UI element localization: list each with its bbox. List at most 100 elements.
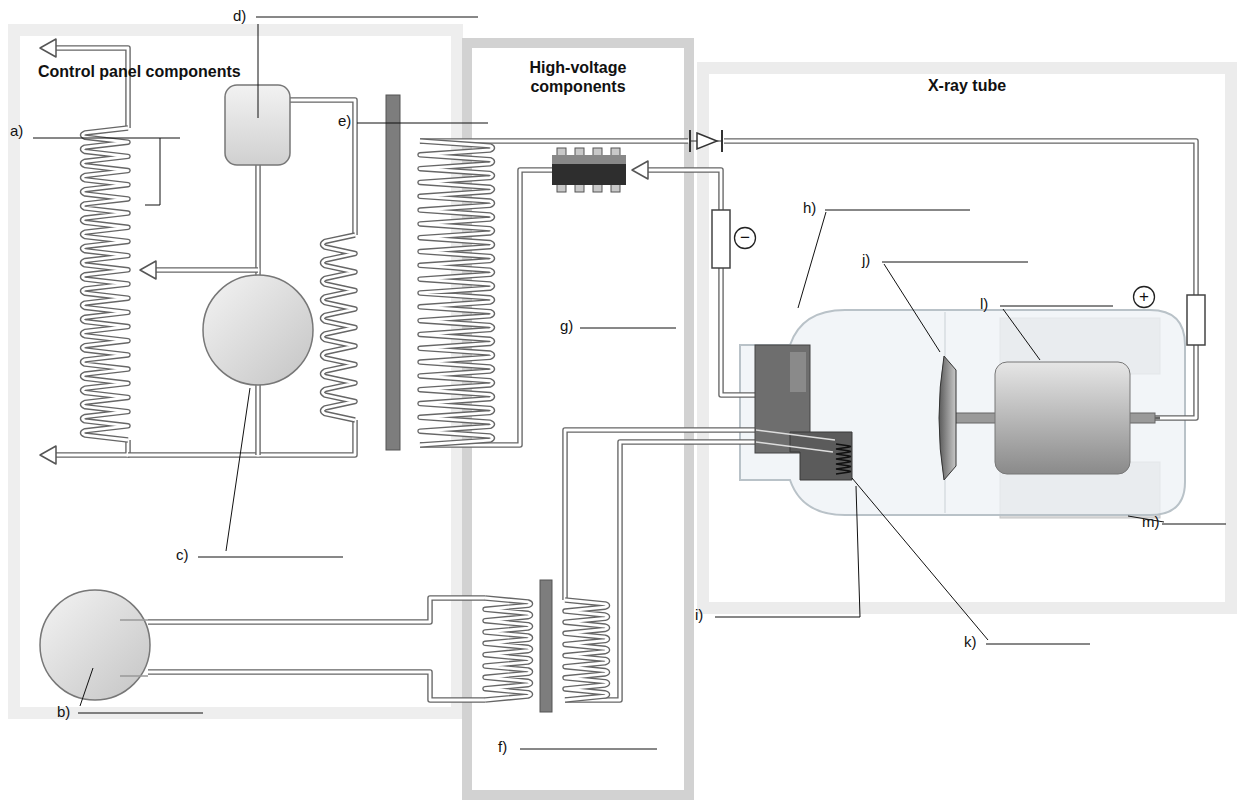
wire-outer [148, 598, 485, 622]
cable-socket [1187, 295, 1205, 345]
callout-letter: d) [233, 7, 246, 25]
wire-outer [721, 268, 756, 395]
wire-outer [52, 440, 128, 455]
wire-inner [257, 165, 260, 275]
wire-inner [148, 598, 485, 622]
polarity-circle [735, 228, 756, 249]
callout-letter: j) [862, 251, 870, 269]
chip-pin [593, 184, 602, 192]
coil-winding [420, 141, 493, 445]
meter-circle [203, 275, 313, 385]
leader-line [78, 713, 203, 714]
transformer-core [386, 95, 400, 450]
callout-letter: f) [498, 738, 507, 756]
wire-outer [255, 385, 261, 455]
wire-outer [52, 48, 128, 128]
chip-pin [575, 184, 584, 192]
arrow-head [40, 446, 56, 464]
chip-pin [611, 148, 620, 156]
wire-inner [1155, 345, 1196, 418]
wire-outer [255, 165, 261, 275]
leader-line [825, 210, 970, 211]
chip-pin [575, 148, 584, 156]
wire-inner [257, 385, 260, 455]
chip-pin [557, 148, 566, 156]
wire-inner [565, 430, 756, 600]
leader-line [580, 328, 676, 329]
rotor [995, 362, 1130, 474]
filament-coil [836, 444, 851, 474]
transformer-core [540, 580, 552, 712]
leader-line [256, 17, 478, 18]
wire-outer [152, 267, 258, 273]
chip-top [552, 155, 626, 164]
callout-letter: m) [1142, 513, 1160, 531]
cathode-block-face [790, 352, 806, 392]
leader-line [226, 388, 250, 551]
wire-inner [52, 48, 128, 128]
arrow-head [40, 39, 56, 57]
wire-inner [128, 420, 355, 455]
callout-letter: c) [176, 546, 189, 564]
wire-inner [565, 442, 756, 700]
callout-letter: b) [57, 703, 70, 721]
callout-letter: h) [803, 199, 816, 217]
cable-socket [712, 210, 730, 268]
coil-winding [420, 141, 493, 445]
callout-letter: g) [560, 317, 573, 335]
wire-outer [724, 141, 1196, 295]
panel-heading: High-voltage components [513, 58, 643, 96]
filament-lead [756, 430, 835, 452]
leader-line [884, 264, 940, 352]
leader-line [856, 486, 860, 617]
wire-outer [565, 442, 756, 700]
leader-line [715, 617, 860, 618]
meter-circle [40, 590, 150, 700]
coil-winding [83, 128, 129, 440]
leader-line [882, 262, 1028, 263]
wire-inner [152, 269, 258, 272]
wire-outer [128, 420, 355, 455]
coil-winding [565, 600, 608, 700]
arrow-head [140, 261, 156, 279]
leader-line [145, 138, 160, 205]
leader-line [986, 644, 1090, 645]
leader-line [798, 212, 826, 308]
panel-heading: Control panel components [38, 62, 241, 81]
leader-line [1000, 306, 1113, 307]
leader-line [852, 478, 988, 640]
focusing-cup [790, 432, 852, 480]
wire-inner [52, 440, 128, 455]
coil-winding [485, 598, 531, 700]
polarity-sign: + [1134, 287, 1154, 307]
polarity-circle [1134, 287, 1155, 308]
leader-line [520, 749, 657, 750]
chip-pin [557, 184, 566, 192]
leader-line [80, 668, 93, 706]
wire-outer [290, 100, 355, 235]
meter-terminal [120, 620, 148, 676]
callout-letter: e) [338, 112, 351, 130]
wire-outer [1155, 345, 1196, 418]
leader-line [1162, 524, 1226, 525]
polarity-sign: − [735, 228, 755, 248]
glass-envelope [740, 310, 1185, 515]
coil-winding [323, 235, 356, 420]
wire-inner [721, 268, 756, 395]
coil-winding [485, 598, 531, 700]
leader-line [198, 557, 343, 558]
callout-letter: a) [10, 122, 23, 140]
wire-inner [148, 672, 485, 700]
rectifier-chip [552, 155, 626, 185]
coil-winding [323, 235, 356, 420]
wire-outer [644, 170, 721, 210]
wire-outer [148, 672, 485, 700]
callout-letter: i) [695, 606, 703, 624]
panel-heading: X-ray tube [714, 76, 1220, 95]
coil-winding [565, 600, 608, 700]
chip-pin [611, 184, 620, 192]
callout-letter: k) [964, 633, 977, 651]
wire-inner [724, 141, 1196, 295]
wire-inner [644, 170, 721, 210]
